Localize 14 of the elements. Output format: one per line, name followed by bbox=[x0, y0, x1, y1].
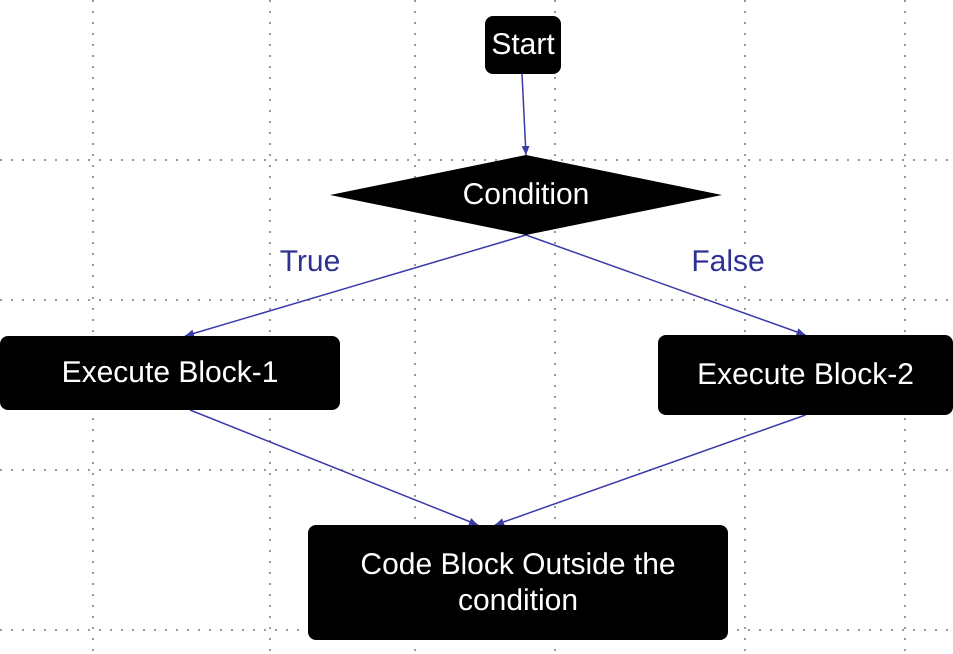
arrow bbox=[526, 234, 806, 336]
arrow bbox=[184, 234, 526, 338]
node-text: Condition bbox=[462, 177, 590, 213]
arrow bbox=[190, 409, 478, 526]
process-box bbox=[308, 525, 728, 640]
node-text: Code Block Outside the condition bbox=[359, 546, 677, 618]
arrow bbox=[521, 74, 530, 156]
node-text: Start bbox=[491, 27, 555, 63]
start-box bbox=[485, 16, 561, 74]
node-text: Execute Block-1 bbox=[62, 355, 278, 391]
node-text: Execute Block-2 bbox=[697, 357, 914, 393]
process-box bbox=[658, 335, 953, 415]
process-box bbox=[0, 336, 340, 410]
arrow bbox=[494, 414, 806, 526]
